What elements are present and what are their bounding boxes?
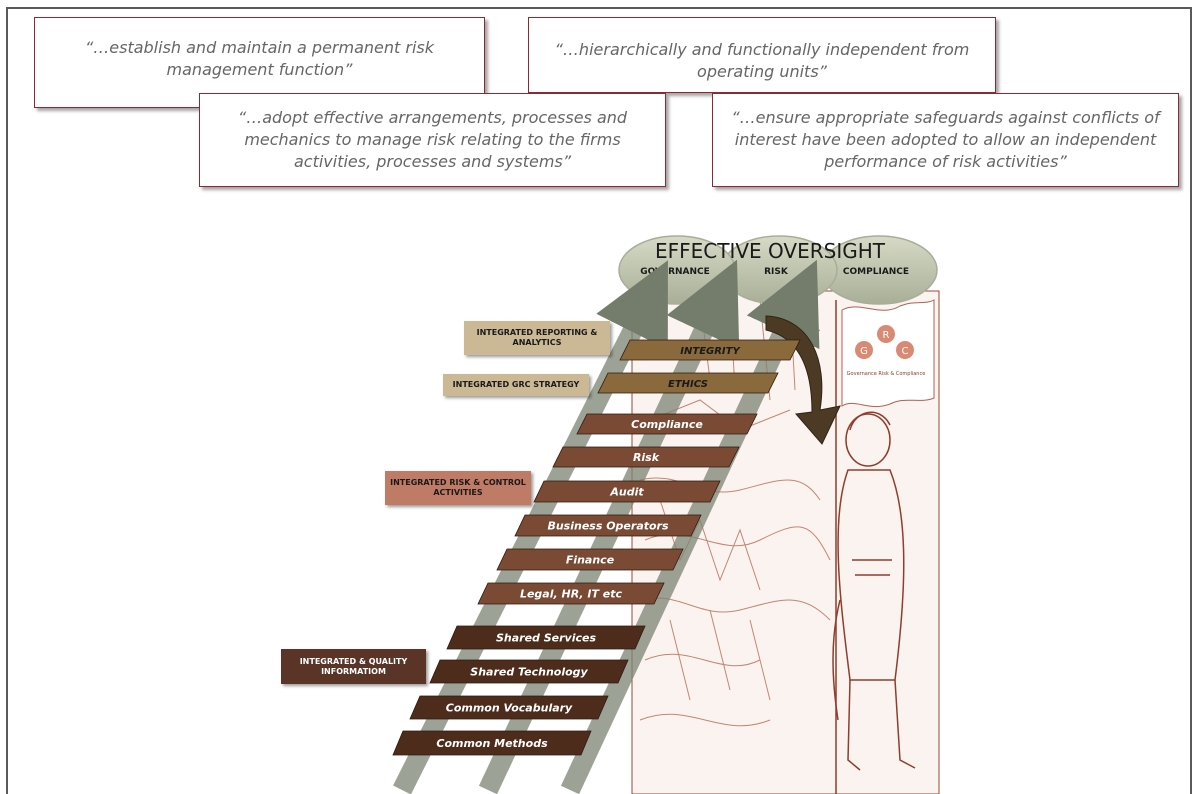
flag-letter-c: C xyxy=(902,346,909,357)
tag-integrated-reporting: INTEGRATED REPORTING & ANALYTICS xyxy=(464,321,610,355)
rung-bar xyxy=(392,730,592,756)
rung-label: ETHICS xyxy=(668,379,708,390)
ladder-rung: ETHICS xyxy=(597,372,779,394)
quote-text: “…adopt effective arrangements, processe… xyxy=(237,108,628,171)
ladder-rung: Business Operators xyxy=(514,514,702,537)
rung-bar xyxy=(552,446,740,468)
governance-label: GOVERNANCE xyxy=(640,267,710,277)
tag-integrated-risk-control: INTEGRATED RISK & CONTROL ACTIVITIES xyxy=(385,471,531,505)
flag-caption: Governance Risk & Compliance xyxy=(847,371,926,377)
tag-label: INTEGRATED RISK & CONTROL ACTIVITIES xyxy=(390,478,526,497)
effective-oversight-title: EFFECTIVE OVERSIGHT xyxy=(655,239,886,263)
ladder-rung: Risk xyxy=(552,446,740,468)
flag-letter-r: R xyxy=(883,330,890,341)
ladder-rung: Common Vocabulary xyxy=(409,695,609,720)
rung-label: Common Vocabulary xyxy=(446,702,573,715)
quote-permanent-risk-function: “…establish and maintain a permanent ris… xyxy=(34,17,485,108)
quote-independent-from-operating-units: “…hierarchically and functionally indepe… xyxy=(528,17,996,93)
tag-integrated-quality-information: INTEGRATED & QUALITY INFORMATIOM xyxy=(281,649,426,684)
rung-label: Audit xyxy=(609,486,644,499)
oversight-ovals: EFFECTIVE OVERSIGHT GOVERNANCE RISK COMP… xyxy=(618,235,938,305)
rung-bar xyxy=(597,372,779,394)
ladder-rung: Common Methods xyxy=(392,730,592,756)
rung-label: Risk xyxy=(633,451,660,464)
grc-flag: G R C Governance Risk & Compliance xyxy=(841,299,935,408)
ladder-rung: Shared Technology xyxy=(429,659,629,684)
rung-bar xyxy=(576,413,758,435)
rung-bar xyxy=(446,625,646,650)
ladder-rung: Compliance xyxy=(576,413,758,435)
standing-figure xyxy=(832,300,916,794)
rung-label: INTEGRITY xyxy=(680,346,741,357)
flag-letter-g: G xyxy=(860,346,868,357)
rung-bar xyxy=(429,659,629,684)
ladder-rung: Legal, HR, IT etc xyxy=(477,582,665,605)
rung-bar xyxy=(533,480,721,503)
ladder-rung: INTEGRITY xyxy=(619,339,801,361)
rung-label: Compliance xyxy=(631,418,703,431)
rung-label: Legal, HR, IT etc xyxy=(520,588,623,601)
compliance-label: COMPLIANCE xyxy=(843,267,909,277)
ladder-rungs: INTEGRITY ETHICS ComplianceRiskAuditBusine… xyxy=(392,339,801,756)
quote-text: “…ensure appropriate safeguards against … xyxy=(731,108,1160,171)
rung-label: Finance xyxy=(566,554,615,567)
tag-label: INTEGRATED REPORTING & ANALYTICS xyxy=(476,328,598,347)
rung-label: Common Methods xyxy=(436,737,548,750)
tag-label: INTEGRATED GRC STRATEGY xyxy=(452,380,580,389)
rung-label: Shared Services xyxy=(496,632,596,645)
rung-bar xyxy=(514,514,702,537)
quote-text: “…hierarchically and functionally indepe… xyxy=(554,40,970,81)
rung-bar xyxy=(619,339,801,361)
quote-effective-arrangements: “…adopt effective arrangements, processe… xyxy=(199,93,666,187)
ladder-rung: Finance xyxy=(496,548,684,571)
ladder-rung: Shared Services xyxy=(446,625,646,650)
quote-text: “…establish and maintain a permanent ris… xyxy=(84,38,435,79)
rung-bar xyxy=(496,548,684,571)
tag-label: INTEGRATED & QUALITY INFORMATIOM xyxy=(299,656,408,676)
rung-label: Shared Technology xyxy=(470,666,588,679)
risk-label: RISK xyxy=(764,267,789,277)
tag-integrated-grc-strategy: INTEGRATED GRC STRATEGY xyxy=(443,374,589,396)
rung-bar xyxy=(409,695,609,720)
ladder-rung: Audit xyxy=(533,480,721,503)
rung-bar xyxy=(477,582,665,605)
rung-label: Business Operators xyxy=(547,520,669,533)
quote-safeguards-conflicts: “…ensure appropriate safeguards against … xyxy=(712,93,1179,187)
